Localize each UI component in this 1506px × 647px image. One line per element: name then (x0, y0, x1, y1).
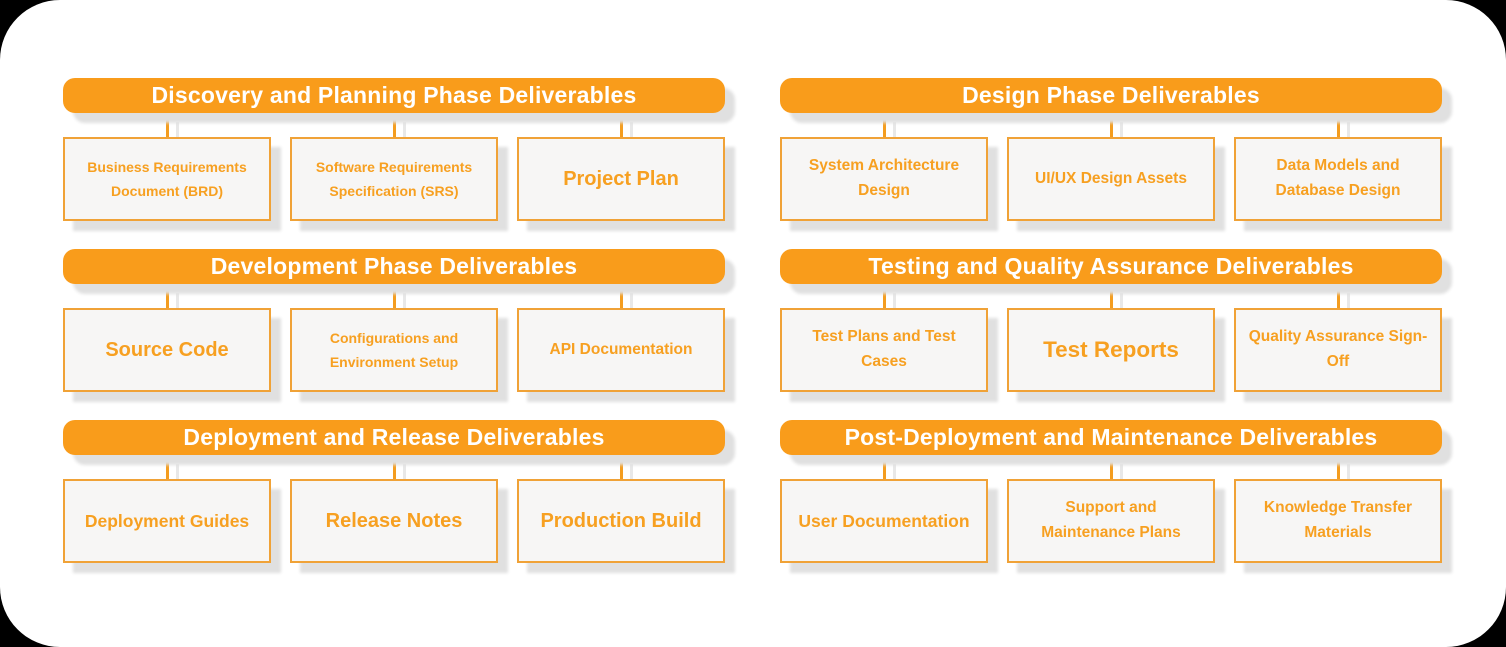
connector-row (780, 113, 1442, 137)
deliverable-label: Knowledge Transfer Materials (1263, 499, 1413, 541)
connector-line (1336, 284, 1340, 308)
connector-line (1336, 113, 1340, 137)
deliverable-box: Deployment Guides (63, 479, 271, 563)
section-title: Development Phase Deliverables (210, 253, 578, 279)
connector-line (1109, 455, 1113, 479)
connector-line (1109, 113, 1113, 137)
deliverable-box: Business Requirements Document (BRD) (63, 137, 271, 221)
section-design: Design Phase Deliverables System Archite… (780, 78, 1442, 221)
connector-line (1336, 455, 1340, 479)
deliverable-label: Data Models and Database Design (1275, 157, 1401, 199)
connector-row (63, 284, 725, 308)
deliverable-box: Quality Assurance Sign-Off (1234, 308, 1442, 392)
connector-line (165, 113, 169, 137)
deliverable-box: System Architecture Design (780, 137, 988, 221)
deliverable-label: Software Requirements Specification (SRS… (315, 158, 473, 200)
deliverable-box: Knowledge Transfer Materials (1234, 479, 1442, 563)
section-discovery-planning: Discovery and Planning Phase Deliverable… (63, 78, 725, 221)
deliverable-label: Business Requirements Document (BRD) (87, 158, 247, 200)
deliverables-row: Source Code Configurations and Environme… (63, 308, 725, 392)
section-title: Design Phase Deliverables (962, 82, 1260, 108)
connector-line (619, 284, 623, 308)
section-title: Testing and Quality Assurance Deliverabl… (868, 253, 1354, 279)
deliverable-box: API Documentation (517, 308, 725, 392)
deliverable-box: User Documentation (780, 479, 988, 563)
section-header: Deployment and Release Deliverables (63, 420, 725, 455)
connector-line (165, 284, 169, 308)
deliverable-label: UI/UX Design Assets (1035, 169, 1187, 187)
deliverable-box: Test Plans and Test Cases (780, 308, 988, 392)
deliverable-box: Source Code (63, 308, 271, 392)
deliverable-box: Test Reports (1007, 308, 1215, 392)
deliverable-label: Production Build (540, 509, 702, 532)
deliverable-label: Release Notes (325, 509, 463, 532)
deliverable-box: Support and Maintenance Plans (1007, 479, 1215, 563)
deliverables-row: Test Plans and Test Cases Test Reports Q… (780, 308, 1442, 392)
deliverable-box: Data Models and Database Design (1234, 137, 1442, 221)
connector-line (392, 284, 396, 308)
section-title: Post-Deployment and Maintenance Delivera… (844, 424, 1378, 450)
deliverable-label: Support and Maintenance Plans (1041, 499, 1181, 541)
deliverable-label: Deployment Guides (84, 510, 250, 531)
connector-row (63, 113, 725, 137)
section-post-deployment-maintenance: Post-Deployment and Maintenance Delivera… (780, 420, 1442, 563)
deliverable-label: System Architecture Design (808, 157, 960, 199)
connector-line (619, 455, 623, 479)
deliverable-label: Test Reports (1043, 337, 1179, 363)
deliverable-box: Production Build (517, 479, 725, 563)
sections-grid: Discovery and Planning Phase Deliverable… (63, 78, 1442, 563)
section-header: Post-Deployment and Maintenance Delivera… (780, 420, 1442, 455)
deliverable-label: User Documentation (798, 510, 970, 531)
section-header: Discovery and Planning Phase Deliverable… (63, 78, 725, 113)
connector-line (392, 455, 396, 479)
connector-row (780, 455, 1442, 479)
connector-line (882, 455, 886, 479)
connector-line (619, 113, 623, 137)
section-header: Testing and Quality Assurance Deliverabl… (780, 249, 1442, 284)
connector-line (392, 113, 396, 137)
deliverable-label: Source Code (105, 338, 229, 361)
section-header: Development Phase Deliverables (63, 249, 725, 284)
deliverable-label: Test Plans and Test Cases (812, 328, 956, 370)
section-title: Deployment and Release Deliverables (183, 424, 605, 450)
deliverable-label: Configurations and Environment Setup (329, 329, 459, 371)
connector-line (1109, 284, 1113, 308)
deliverable-label: Project Plan (563, 167, 679, 190)
connector-row (780, 284, 1442, 308)
section-development: Development Phase Deliverables Source Co… (63, 249, 725, 392)
deliverable-box: Project Plan (517, 137, 725, 221)
deliverable-label: API Documentation (549, 340, 693, 358)
section-testing-qa: Testing and Quality Assurance Deliverabl… (780, 249, 1442, 392)
connector-line (882, 113, 886, 137)
section-header: Design Phase Deliverables (780, 78, 1442, 113)
deliverables-row: Deployment Guides Release Notes Producti… (63, 479, 725, 563)
section-deployment-release: Deployment and Release Deliverables Depl… (63, 420, 725, 563)
deliverable-box: UI/UX Design Assets (1007, 137, 1215, 221)
deliverable-box: Software Requirements Specification (SRS… (290, 137, 498, 221)
deliverable-label: Quality Assurance Sign-Off (1248, 328, 1428, 370)
connector-line (165, 455, 169, 479)
deliverables-row: System Architecture Design UI/UX Design … (780, 137, 1442, 221)
connector-row (63, 455, 725, 479)
deliverable-box: Configurations and Environment Setup (290, 308, 498, 392)
deliverables-row: Business Requirements Document (BRD) Sof… (63, 137, 725, 221)
section-title: Discovery and Planning Phase Deliverable… (151, 82, 637, 108)
deliverables-row: User Documentation Support and Maintenan… (780, 479, 1442, 563)
connector-line (882, 284, 886, 308)
deliverable-box: Release Notes (290, 479, 498, 563)
